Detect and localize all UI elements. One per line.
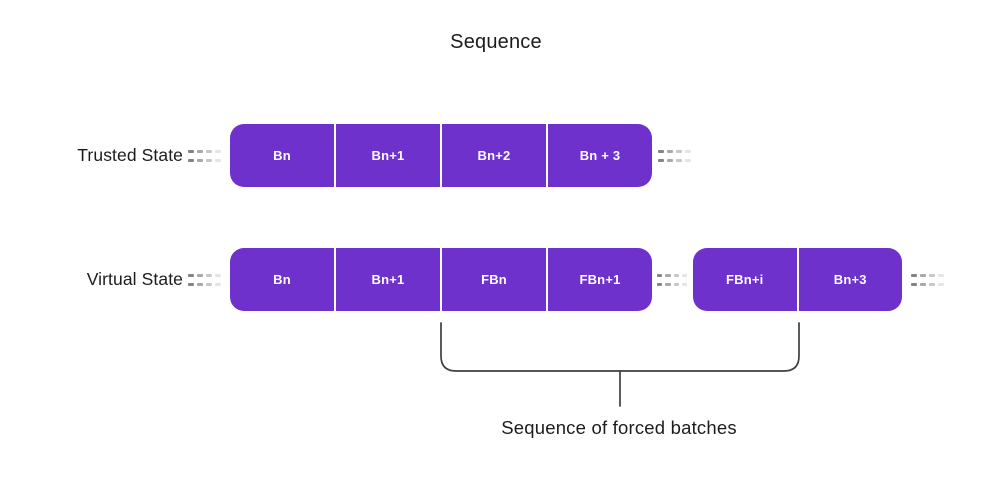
continuation-dashes-icon [188,274,224,286]
row-label-virtual-state: Virtual State [86,269,183,289]
dash-row [658,150,694,153]
dash-row [657,283,687,286]
dash-row [911,274,947,277]
dash-row [188,283,224,286]
dash-row [658,159,694,162]
batch-block: Bn [230,248,334,311]
batch-block: FBn+i [693,248,797,311]
dash-row [188,274,224,277]
dash-row [188,159,224,162]
batch-block: Bn+3 [798,248,902,311]
continuation-dashes-icon [658,150,694,162]
virtual-state-block-group-2: FBn+i Bn+3 [693,248,902,311]
batch-block: Bn [230,124,334,187]
batch-block: FBn+1 [548,248,652,311]
virtual-state-block-group-1: Bn Bn+1 FBn FBn+1 [230,248,652,311]
batch-block: Bn+2 [442,124,546,187]
diagram-title: Sequence [450,31,542,53]
dash-row [657,274,687,277]
dash-row [188,150,224,153]
batch-block: FBn [442,248,546,311]
batch-block: Bn+1 [336,124,440,187]
batch-block: Bn+1 [336,248,440,311]
continuation-dashes-icon [188,150,224,162]
continuation-dashes-icon [911,274,947,286]
continuation-dashes-icon [657,274,687,286]
dash-row [911,283,947,286]
brace-path [440,322,800,372]
trusted-state-block-group: Bn Bn+1 Bn+2 Bn + 3 [230,124,652,187]
row-label-trusted-state: Trusted State [77,145,183,165]
batch-block: Bn + 3 [548,124,652,187]
forced-batches-label: Sequence of forced batches [501,417,737,438]
